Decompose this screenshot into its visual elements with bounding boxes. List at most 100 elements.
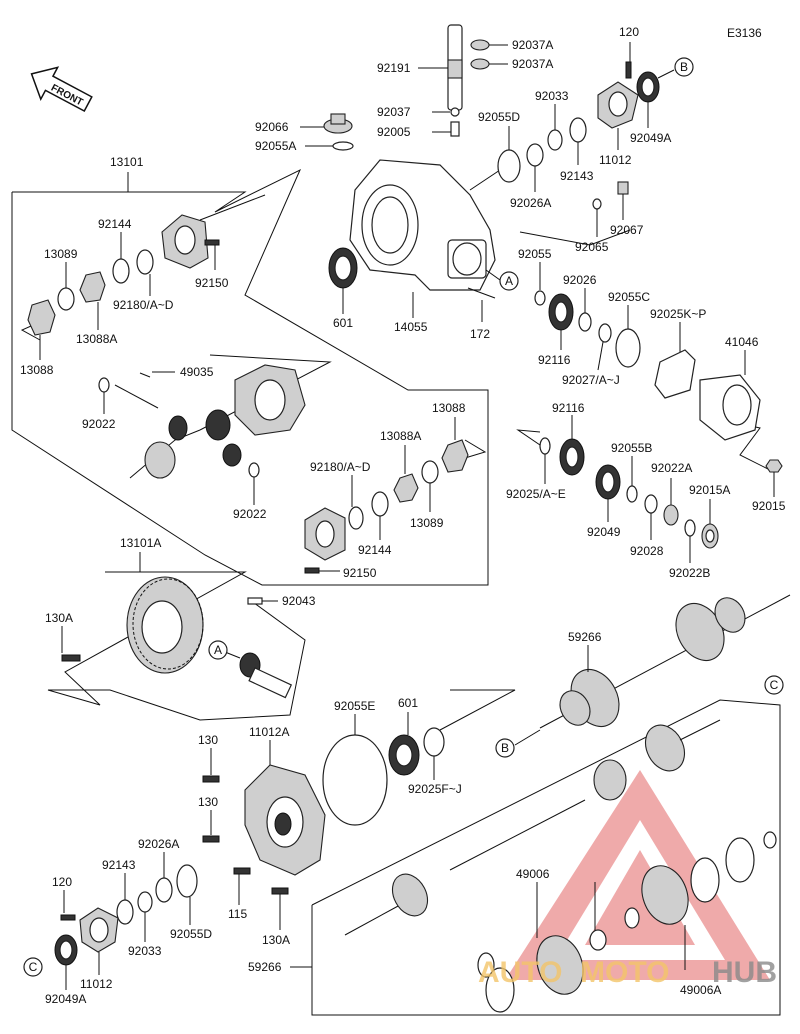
oring-92055B-shape [626,485,638,503]
callout-a-housing-circle [499,271,519,291]
washer-92026A-top [526,143,544,192]
band-ring-2 [485,967,515,1013]
label-92028: 92028 [630,544,664,558]
axle-59266-top-joint [559,690,591,726]
washer-92026-shape [578,312,592,332]
label-92116-2: 92116 [552,401,585,415]
pin-92005 [432,121,460,137]
label-92067: 92067 [610,223,644,237]
cap-92066-top [330,113,346,125]
label-92055C: 92055C [608,290,650,304]
pin-92005-shape [450,121,460,137]
label-130-1: 130 [198,733,218,747]
shim-92025FJ-bracket [439,689,516,731]
label-49006: 49006 [516,867,550,881]
stud-172 [467,287,496,322]
ring-92022B-shape [684,519,696,537]
callout-b-axle-circle [495,738,515,758]
label-11012-top: 11012 [599,153,632,167]
bolt-130A-bot-shape [271,887,289,895]
ring-92028-shape [644,494,658,514]
label-115: 115 [228,907,247,921]
side-gear-big [144,441,176,479]
label-92015: 92015 [752,499,786,513]
oring-92055D-bot-shape [176,864,198,898]
shim-92025FJ-shape [423,727,445,757]
ring-92028 [644,494,658,540]
cap-92066 [300,113,353,134]
callout-a-pinion-circle [208,640,228,660]
cv-joint-outer [593,759,627,801]
label-130A-left: 130A [45,611,73,625]
boot-49006A [641,865,689,970]
oring-92055A-shape [332,141,354,151]
side-gears [144,409,242,479]
washer-13089-top [57,262,75,311]
axle-59266-bot-shaft [344,904,401,936]
cover-11012A [244,740,326,876]
bolt-92150-top-shape [204,239,220,246]
label-13088A-top: 13088A [76,332,117,346]
label-92150-mid: 92150 [343,566,377,580]
callout-a-pinion-label: A [214,643,222,657]
label-92022-1: 92022 [82,417,116,431]
axle-59266-top [514,594,791,746]
callout-a-pinion: A [208,640,228,660]
label-92005: 92005 [377,125,411,139]
bolt-130A-left [61,626,81,662]
gear-13088-top-shape [27,299,56,336]
washer-92026A-bot-shape [155,877,173,903]
gear-13088A-mid [393,445,419,503]
label-92026A-top: 92026A [510,196,551,210]
washer-92033-top [547,104,563,151]
callout-b-top-label: B [680,60,688,74]
clip-92037A-1-shape [470,39,490,51]
label-92144-mid: 92144 [358,543,392,557]
bolt-120-bot [60,890,76,921]
label-13101A: 13101A [120,536,161,550]
housing-41046-bore [722,384,752,426]
gear-13088A-top-shape [79,271,106,303]
label-92037: 92037 [377,105,411,119]
oring-92025AE [539,437,551,484]
shim-92180-mid-shape [348,506,364,530]
bolt-130A-left-shape [61,654,81,662]
boot-49006A-shape [641,865,689,925]
shaft-92191 [418,24,463,111]
axle-59266-top-b-leader [514,729,541,746]
band-rings [477,831,777,1013]
label-92037A-2: 92037A [512,57,553,71]
gear-13088-mid [441,417,469,473]
label-92065: 92065 [575,240,609,254]
bolt-92150-mid [304,567,340,574]
label-92033-bot: 92033 [128,944,162,958]
shim-92180-mid [348,475,364,530]
clip-92037-shape [450,107,460,117]
label-59266-bot: 59266 [248,960,282,974]
washer-92065-shape [592,198,602,210]
washer-13089-mid [421,460,439,512]
watermark-auto: AUTO [478,956,562,989]
bracket-92025 [516,429,541,446]
oring-92055-shape [534,290,546,306]
label-92049A-top: 92049A [630,131,671,145]
diff-case-bore [254,379,286,421]
ring-92022A-shape [663,504,679,526]
label-92025KP: 92025K~P [650,307,706,321]
shim-92180-top [136,249,154,296]
pin-49035 [114,371,175,409]
ring-gear-13101A [126,576,204,674]
nut-92015 [765,459,783,497]
oring-92055C-shape [615,328,641,368]
label-92049: 92049 [587,525,621,539]
pinion-gear-2 [205,409,231,441]
washer-92022-1-shape [98,377,110,393]
pin-49035-small [139,372,151,378]
front-arrow-shape [30,66,93,113]
label-601-bot: 601 [398,696,418,710]
diff-flange-top-hole [174,225,196,255]
label-92055: 92055 [518,247,552,261]
callout-c-bottom: C [23,957,43,977]
label-13088-top: 13088 [20,363,54,377]
